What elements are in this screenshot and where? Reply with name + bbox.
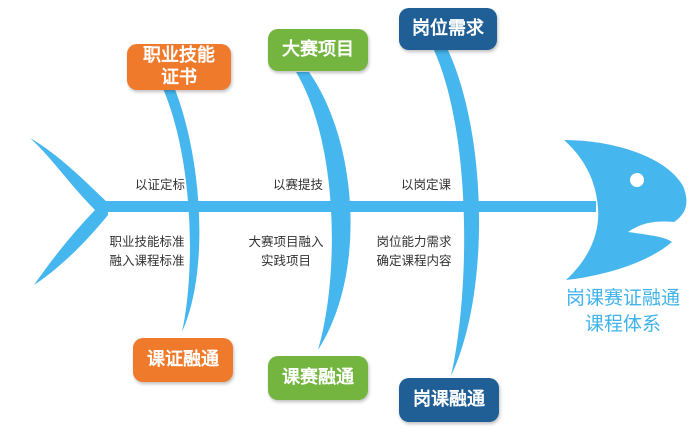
- box-vocational-certificate-line2: 证书: [161, 67, 197, 88]
- rib-3: [433, 48, 480, 376]
- rib-1: [160, 82, 200, 332]
- box-course-competition-integration-text: 课赛融通: [282, 366, 354, 388]
- head-title-line2: 课程体系: [584, 312, 661, 335]
- head-title: 岗课赛证融通 课程体系: [548, 286, 698, 337]
- box-course-certificate-integration: 课证融通: [133, 338, 233, 382]
- box-course-competition-integration: 课赛融通: [268, 356, 368, 400]
- box-job-course-integration: 岗课融通: [399, 378, 499, 422]
- box-competition-project: 大赛项目: [268, 29, 368, 71]
- label-job-ability-course-content-line2: 确定课程内容: [376, 253, 452, 269]
- label-competition-into-practice-line2: 实践项目: [260, 253, 311, 269]
- label-job-ability-course-content-line1: 岗位能力需求: [376, 234, 452, 249]
- label-set-standard-by-certificate: 以证定标: [134, 177, 185, 192]
- label-improve-skill-by-competition: 以赛提技: [272, 177, 323, 192]
- box-vocational-certificate-line1: 职业技能: [143, 44, 215, 66]
- label-competition-into-practice: 大赛项目融入 实践项目: [234, 232, 338, 271]
- fish-eye-icon: [630, 173, 644, 187]
- box-vocational-certificate: 职业技能 证书: [127, 44, 231, 90]
- box-job-requirement: 岗位需求: [399, 8, 497, 50]
- box-course-certificate-integration-text: 课证融通: [147, 348, 219, 370]
- label-skill-standard-into-course-line1: 职业技能标准: [109, 234, 185, 249]
- fish-tail-icon: [30, 138, 108, 285]
- box-job-course-integration-text: 岗课融通: [413, 388, 485, 410]
- fish-head-icon: [564, 140, 687, 280]
- label-skill-standard-into-course: 职业技能标准 融入课程标准: [95, 232, 199, 271]
- rib-2: [296, 72, 351, 350]
- box-job-requirement-text: 岗位需求: [412, 17, 484, 39]
- box-competition-project-text: 大赛项目: [282, 38, 354, 60]
- label-skill-standard-into-course-line2: 融入课程标准: [109, 253, 185, 269]
- label-competition-into-practice-line1: 大赛项目融入: [248, 234, 324, 249]
- label-job-ability-course-content: 岗位能力需求 确定课程内容: [359, 232, 469, 271]
- label-set-course-by-job: 以岗定课: [400, 177, 451, 192]
- head-title-line1: 岗课赛证融通: [565, 287, 680, 309]
